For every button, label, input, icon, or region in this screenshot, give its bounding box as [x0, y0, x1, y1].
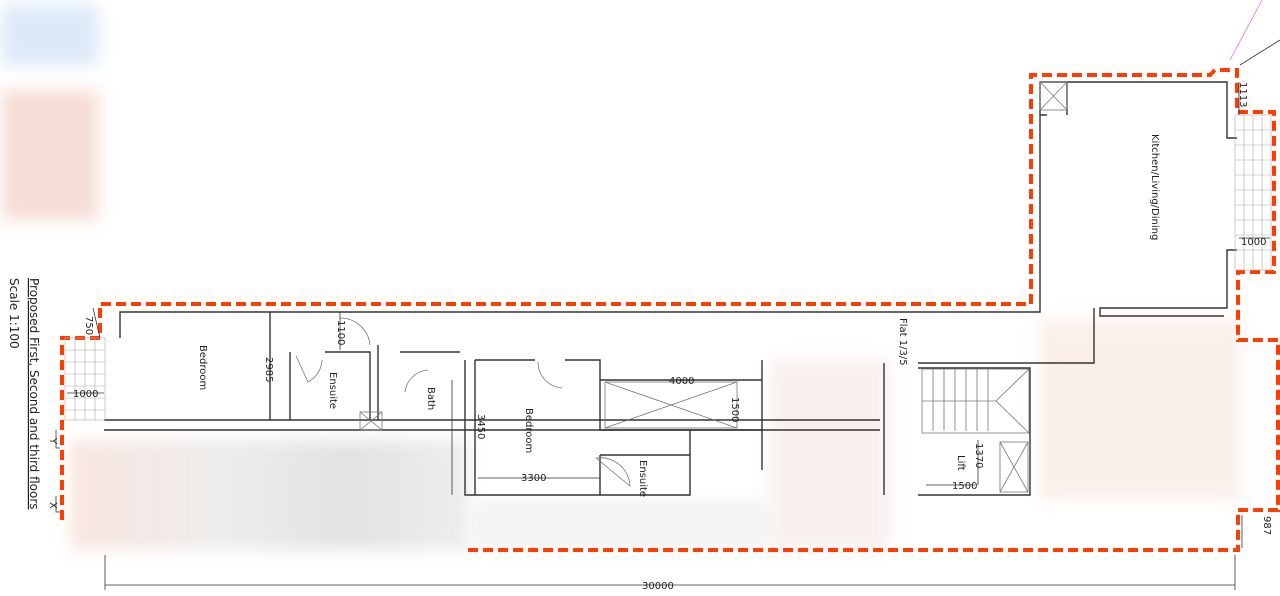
blurred-region [1040, 320, 1240, 500]
dimension-label: 987 [1261, 516, 1272, 535]
room-label-bath: Bath [425, 387, 436, 410]
dimension-label: 1370 [973, 443, 984, 468]
dimension-label: 4000 [669, 376, 694, 387]
boundary-line [1229, 0, 1263, 61]
boundary-line [1239, 39, 1280, 66]
dimension-label: 1000 [73, 389, 98, 400]
room-label-bedroom: Bedroom [523, 408, 534, 453]
dimension-label: 1500 [729, 397, 740, 422]
blurred-region [70, 440, 470, 550]
room-label-ensuite: Ensuite [637, 460, 648, 497]
dimension-label: 1100 [335, 320, 346, 345]
flat-label: Flat 1/3/5 [897, 318, 908, 366]
staircase [921, 368, 1030, 434]
section-mark-x: X [47, 502, 58, 509]
balcony-left [64, 337, 106, 421]
dimension-label: 1113 [1237, 82, 1248, 107]
room-label-ensuite: Ensuite [327, 372, 338, 409]
door-swings [295, 317, 631, 487]
blurred-region [770, 360, 890, 550]
blurred-thumbnail [2, 5, 98, 65]
room-label-lift: Lift [955, 455, 966, 471]
blurred-thumbnail [2, 90, 98, 220]
section-mark-lines [55, 430, 60, 513]
dimension-label: 2985 [263, 357, 274, 382]
dimension-label: 1500 [952, 481, 977, 492]
blurred-region [470, 500, 770, 550]
void-cross [359, 81, 1068, 493]
dimension-label: 3300 [521, 473, 546, 484]
balcony-right [1234, 114, 1272, 271]
dimension-label: 750 [83, 316, 94, 335]
dimension-label: 1000 [1241, 237, 1266, 248]
overall-dimension-label: 30000 [642, 581, 674, 592]
walls [104, 81, 1237, 496]
room-label-bedroom: Bedroom [197, 345, 208, 390]
dimension-label: 3450 [475, 414, 486, 439]
dimension-lines [67, 82, 1270, 590]
site-boundary [60, 68, 1280, 552]
section-mark-y: Y [47, 437, 58, 445]
drawing-title: Proposed First, Second and third floors [27, 278, 41, 510]
drawing-scale: Scale 1:100 [7, 278, 21, 349]
room-label-kitchen: Kitchen/Living/Dining [1149, 134, 1160, 240]
